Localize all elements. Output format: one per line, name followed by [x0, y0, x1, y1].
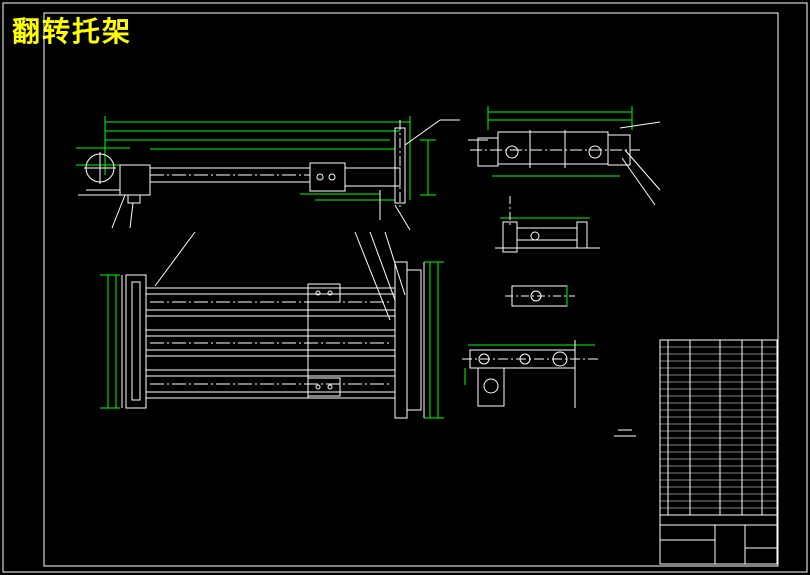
drawing-note: [614, 429, 636, 437]
plan-view: [100, 231, 444, 419]
bracket-detail-view: [462, 340, 600, 408]
parts-list-table: [659, 339, 778, 565]
end-view-dimensions: [487, 106, 633, 177]
drawing-title: 翻转托架: [12, 15, 133, 48]
small-detail-view: [505, 285, 575, 307]
section-detail-view: [495, 196, 600, 253]
plan-view-dimensions: [100, 261, 444, 419]
side-view-leaders: [78, 119, 460, 231]
inner-frame: [43, 12, 779, 567]
end-elevation-view: [468, 106, 661, 206]
side-elevation-view: [76, 116, 460, 231]
side-view-dimensions: [76, 116, 436, 201]
